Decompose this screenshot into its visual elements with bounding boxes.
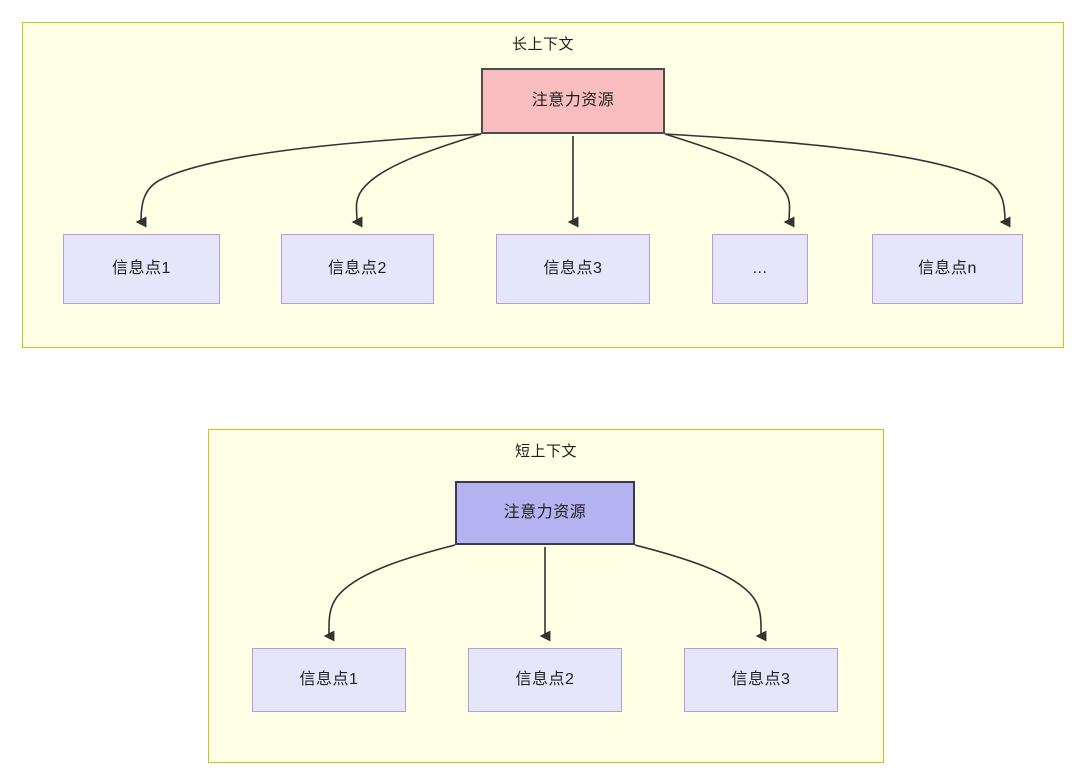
node-info-point-long-n-label: 信息点n [918, 260, 977, 278]
node-info-point-short-2[interactable]: 信息点2 [468, 648, 622, 712]
node-info-point-long-3-label: 信息点3 [543, 260, 603, 278]
node-info-point-long-1[interactable]: 信息点1 [63, 234, 220, 304]
node-info-point-long-ellipsis[interactable]: ... [712, 234, 808, 304]
node-attention-resource-short-label: 注意力资源 [503, 504, 587, 522]
panel-short-context-title: 短上下文 [514, 443, 577, 460]
node-attention-resource-short[interactable]: 注意力资源 [455, 481, 635, 545]
node-info-point-short-1-label: 信息点1 [299, 671, 359, 689]
node-info-point-long-3[interactable]: 信息点3 [496, 234, 650, 304]
node-info-point-short-3-label: 信息点3 [731, 671, 791, 689]
node-info-point-long-ellipsis-label: ... [752, 260, 768, 278]
node-info-point-long-2-label: 信息点2 [328, 260, 387, 278]
node-info-point-short-3[interactable]: 信息点3 [684, 648, 838, 712]
node-attention-resource-long[interactable]: 注意力资源 [481, 68, 665, 134]
node-info-point-short-1[interactable]: 信息点1 [252, 648, 406, 712]
node-info-point-long-1-label: 信息点1 [112, 260, 171, 278]
node-attention-resource-long-label: 注意力资源 [531, 92, 615, 110]
node-info-point-long-2[interactable]: 信息点2 [281, 234, 434, 304]
node-info-point-long-n[interactable]: 信息点n [872, 234, 1023, 304]
panel-long-context-title: 长上下文 [511, 36, 574, 53]
panel-short-context: 短上下文 [208, 429, 884, 763]
node-info-point-short-2-label: 信息点2 [515, 671, 575, 689]
